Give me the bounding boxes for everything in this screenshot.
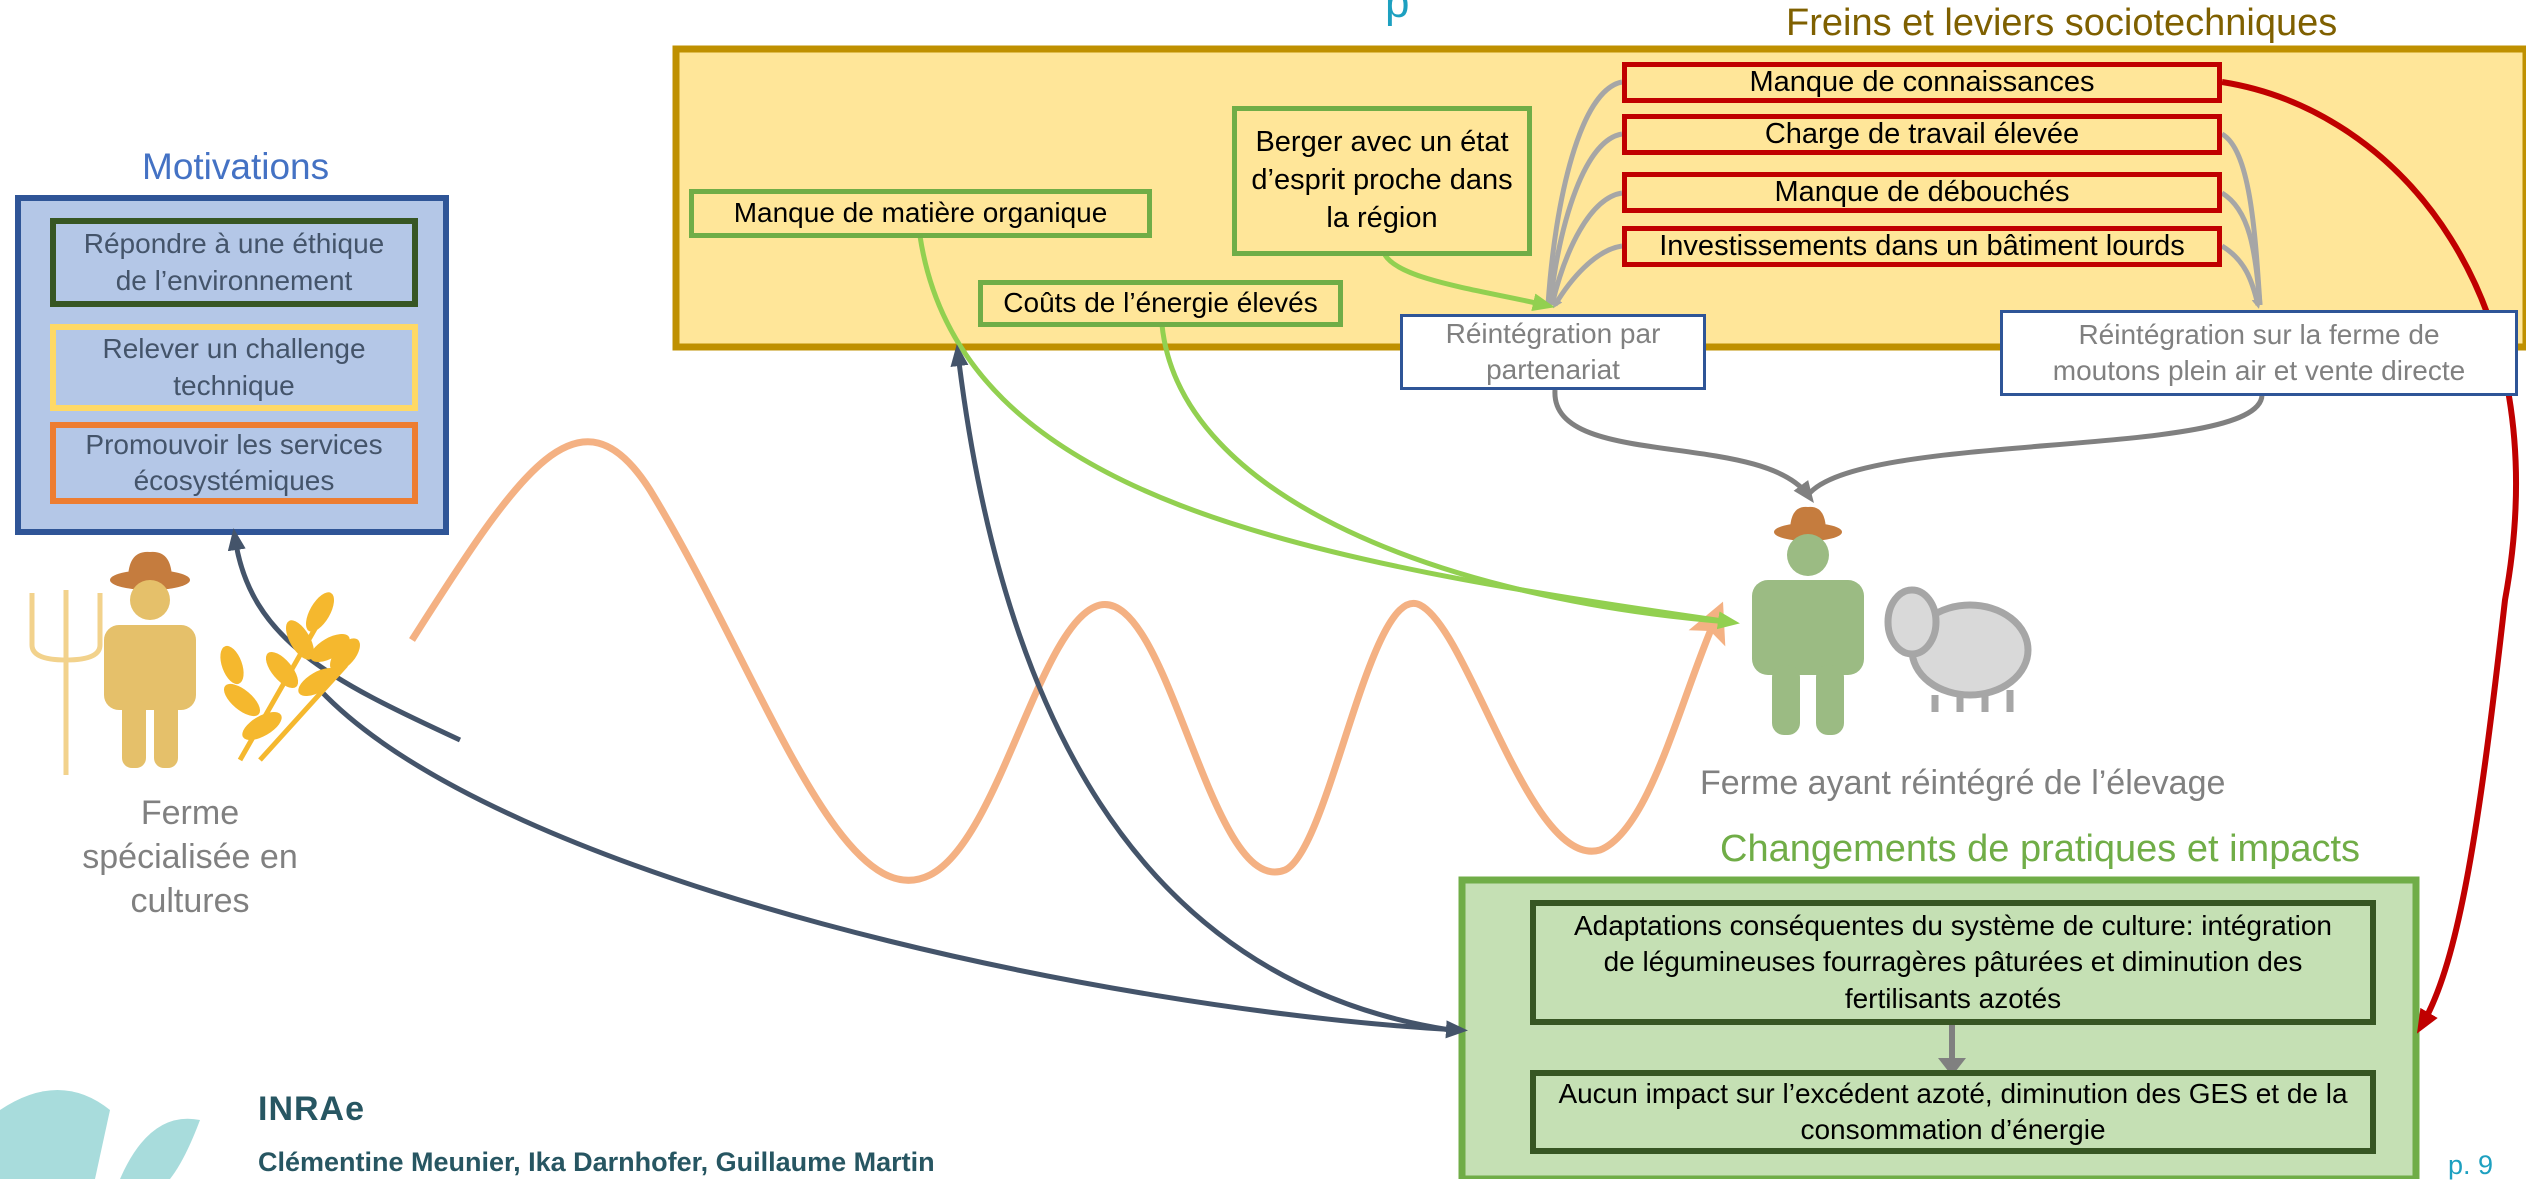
inrae-logo: INRAe: [258, 1090, 366, 1128]
barrier-debouches: Manque de débouchés: [1622, 172, 2222, 213]
lever-matiere-organique: Manque de matière organique: [689, 189, 1152, 238]
path-partenariat: Réintégration par partenariat: [1400, 314, 1706, 390]
sheep-icon: [1884, 586, 2032, 712]
farm-start-label: Ferme spécialisée en cultures: [82, 793, 298, 921]
lever-cout-energie: Coûts de l’énergie élevés: [978, 280, 1343, 327]
motivation-services: Promouvoir les services écosystémiques: [50, 422, 418, 504]
slide-title-fragment: p: [1385, 0, 1410, 27]
inrae-swoosh: [0, 1090, 110, 1179]
wheat-icon: [220, 592, 360, 762]
barrier-connaissances: Manque de connaissances: [1622, 62, 2222, 103]
page-number: p. 9: [2448, 1150, 2494, 1180]
changement-adaptations: Adaptations conséquentes du système de c…: [1530, 900, 2376, 1025]
arrow-to-freins-panel: [950, 344, 1451, 1033]
changements-title: Changements de pratiques et impacts: [1720, 828, 2361, 870]
motivations-title: Motivations: [142, 146, 330, 187]
lever-berger: Berger avec un état d’esprit proche dans…: [1232, 106, 1532, 256]
transition-wave: [409, 438, 1726, 884]
barrier-investissements: Investissements dans un bâtiment lourds: [1622, 226, 2222, 267]
changement-impacts: Aucun impact sur l’excédent azoté, dimin…: [1530, 1070, 2376, 1154]
motivation-challenge: Relever un challenge technique: [50, 324, 418, 411]
motivation-ethique: Répondre à une éthique de l’environnemen…: [50, 218, 418, 307]
path-moutons: Réintégration sur la ferme de moutons pl…: [2000, 310, 2518, 396]
freins-title: Freins et leviers sociotechniques: [1786, 2, 2338, 44]
pitchfork-icon: [29, 590, 103, 775]
crop-farmer-icon: [104, 551, 196, 768]
footer-authors: Clémentine Meunier, Ika Darnhofer, Guill…: [258, 1147, 935, 1177]
barrier-charge-travail: Charge de travail élevée: [1622, 114, 2222, 155]
livestock-farmer-icon: [1752, 506, 1864, 735]
arrow-to-changements: [318, 688, 1468, 1039]
arrow-connaissances-to-changements: [2221, 79, 2519, 1034]
farm-end-label: Ferme ayant réintégré de l’élevage: [1700, 764, 2226, 802]
